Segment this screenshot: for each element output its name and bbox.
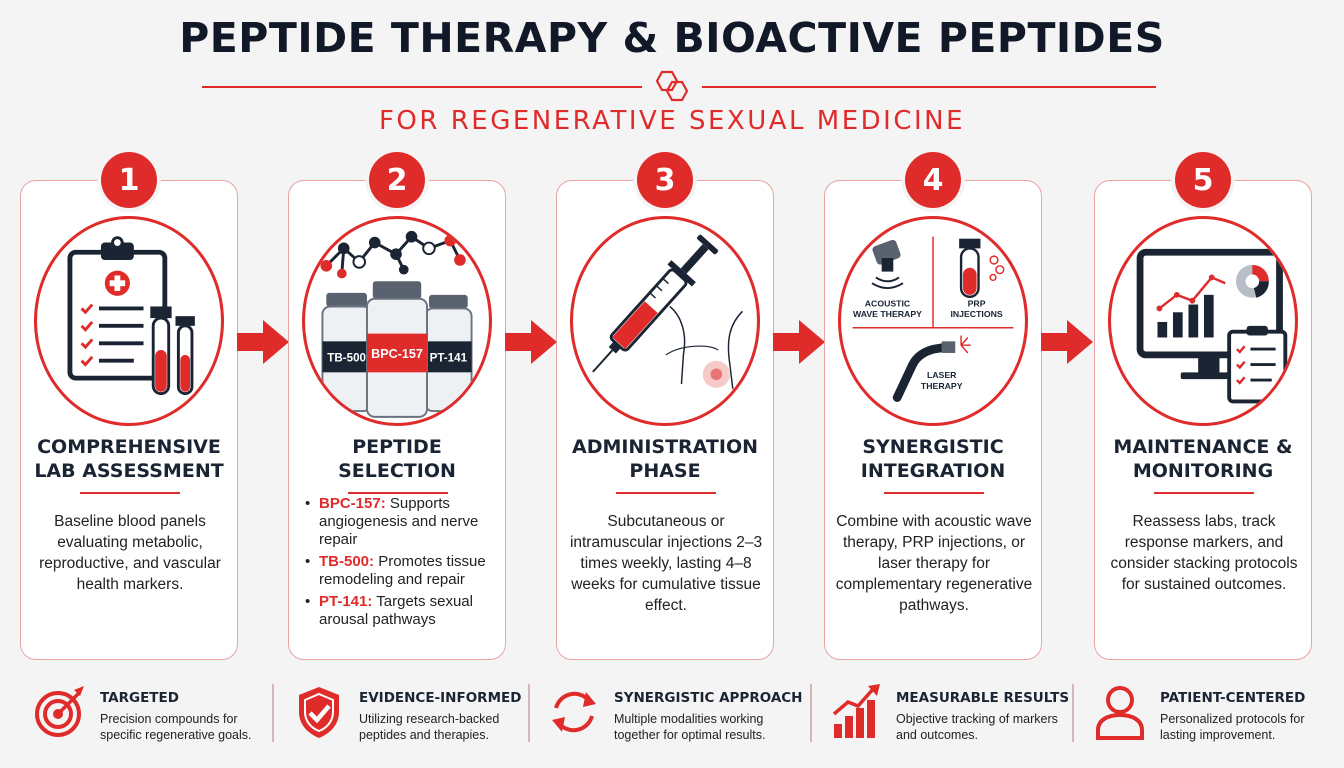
peptide-list: BPC-157: Supports angiogenesis and nerve… bbox=[303, 495, 503, 633]
next-step-arrow-icon bbox=[773, 320, 825, 364]
footer-title: SYNERGISTIC APPROACH bbox=[614, 690, 803, 706]
footer-item-synergistic-approach: SYNERGISTIC APPROACH Multiple modalities… bbox=[548, 684, 802, 748]
footer-item-evidence-informed: EVIDENCE-INFORMED Utilizing research-bac… bbox=[293, 684, 529, 748]
step-description: Reassess labs, track response markers, a… bbox=[1110, 513, 1298, 593]
footer-description: Multiple modalities working together for… bbox=[614, 712, 766, 742]
step-illustration: ACOUSTIC WAVE THERAPY PRP INJECTIONS bbox=[838, 216, 1028, 426]
prp-label: PRP bbox=[968, 298, 986, 308]
footer-description: Personalized protocols for lasting impro… bbox=[1160, 712, 1305, 742]
step-number-badge: 1 bbox=[101, 152, 157, 208]
title-divider-left bbox=[202, 86, 642, 88]
step-title-underline bbox=[348, 492, 448, 494]
step-card-synergistic-integration: ACOUSTIC WAVE THERAPY PRP INJECTIONS bbox=[824, 180, 1042, 660]
step-description: Subcutaneous or intramuscular injections… bbox=[569, 513, 763, 614]
bar-chart-up-icon bbox=[832, 684, 880, 738]
peptide-vials-icon: TB-500 PT-141 BPC-157 bbox=[320, 230, 473, 418]
person-icon bbox=[1096, 686, 1144, 740]
footer-item-measurable-results: MEASURABLE RESULTS Objective tracking of… bbox=[830, 684, 1070, 748]
peptide-item-bpc157: BPC-157: Supports angiogenesis and nerve… bbox=[303, 495, 503, 549]
footer-divider bbox=[810, 684, 812, 742]
next-step-arrow-icon bbox=[1041, 320, 1093, 364]
footer-description: Precision compounds for specific regener… bbox=[100, 712, 252, 742]
step-illustration bbox=[34, 216, 224, 426]
laser-label: LASER bbox=[927, 370, 957, 380]
step-title-underline bbox=[1154, 492, 1254, 494]
step-description: Baseline blood panels evaluating metabol… bbox=[39, 513, 221, 593]
vial-label-pt141: PT-141 bbox=[430, 352, 468, 365]
step-number-badge: 3 bbox=[637, 152, 693, 208]
step-illustration: TB-500 PT-141 BPC-157 bbox=[302, 216, 492, 426]
monitor-chart-checklist-icon bbox=[1136, 248, 1288, 404]
footer-title: MEASURABLE RESULTS bbox=[896, 690, 1070, 706]
acoustic-label: ACOUSTIC bbox=[865, 298, 911, 308]
shield-check-icon bbox=[299, 687, 339, 738]
step-description: Combine with acoustic wave therapy, PRP … bbox=[835, 513, 1033, 614]
step-title-underline bbox=[884, 492, 984, 494]
prp-label: INJECTIONS bbox=[950, 309, 1002, 319]
step-title-underline bbox=[80, 492, 180, 494]
footer-divider bbox=[528, 684, 530, 742]
vial-label-tb500: TB-500 bbox=[327, 352, 366, 365]
syringe-injection-icon bbox=[592, 234, 743, 389]
peptide-item-tb500: TB-500: Promotes tissue remodeling and r… bbox=[303, 553, 503, 589]
step-illustration bbox=[1108, 216, 1298, 426]
footer-title: EVIDENCE-INFORMED bbox=[359, 690, 522, 706]
target-icon bbox=[35, 686, 84, 737]
vial-label-bpc157: BPC-157 bbox=[371, 347, 423, 361]
clipboard-blood-tubes-icon bbox=[67, 236, 195, 396]
combined-therapies-icon: ACOUSTIC WAVE THERAPY PRP INJECTIONS bbox=[852, 236, 1014, 402]
cycle-arrows-icon bbox=[552, 691, 596, 733]
page-title: PEPTIDE THERAPY & BIOACTIVE PEPTIDES bbox=[179, 14, 1165, 62]
peptide-item-pt141: PT-141: Targets sexual arousal pathways bbox=[303, 593, 503, 629]
title-divider-right bbox=[702, 86, 1156, 88]
footer-item-targeted: TARGETED Precision compounds for specifi… bbox=[34, 684, 270, 748]
step-number-badge: 5 bbox=[1175, 152, 1231, 208]
step-title-underline bbox=[616, 492, 716, 494]
molecule-hexagon-icon bbox=[655, 70, 689, 102]
footer-divider bbox=[1072, 684, 1074, 742]
footer-title: PATIENT-CENTERED bbox=[1160, 690, 1306, 706]
step-title: MAINTENANCE &MONITORING bbox=[1113, 436, 1293, 482]
laser-handpiece-icon bbox=[892, 335, 971, 402]
next-step-arrow-icon bbox=[505, 320, 557, 364]
step-number-badge: 2 bbox=[369, 152, 425, 208]
footer-divider bbox=[272, 684, 274, 742]
step-card-maintenance-monitoring: MAINTENANCE &MONITORING Reassess labs, t… bbox=[1094, 180, 1312, 660]
footer-description: Utilizing research-backed peptides and t… bbox=[359, 712, 500, 742]
footer-item-patient-centered: PATIENT-CENTERED Personalized protocols … bbox=[1094, 684, 1330, 748]
step-illustration bbox=[570, 216, 760, 426]
page-subtitle: FOR REGENERATIVE SEXUAL MEDICINE bbox=[378, 106, 966, 136]
next-step-arrow-icon bbox=[237, 320, 289, 364]
footer-description: Objective tracking of markers and outcom… bbox=[896, 712, 1058, 742]
acoustic-label: WAVE THERAPY bbox=[853, 309, 922, 319]
acoustic-wave-device-icon bbox=[871, 239, 904, 290]
prp-tube-icon bbox=[959, 238, 1005, 298]
footer-title: TARGETED bbox=[100, 690, 179, 706]
step-number-badge: 4 bbox=[905, 152, 961, 208]
laser-label: THERAPY bbox=[921, 381, 963, 391]
